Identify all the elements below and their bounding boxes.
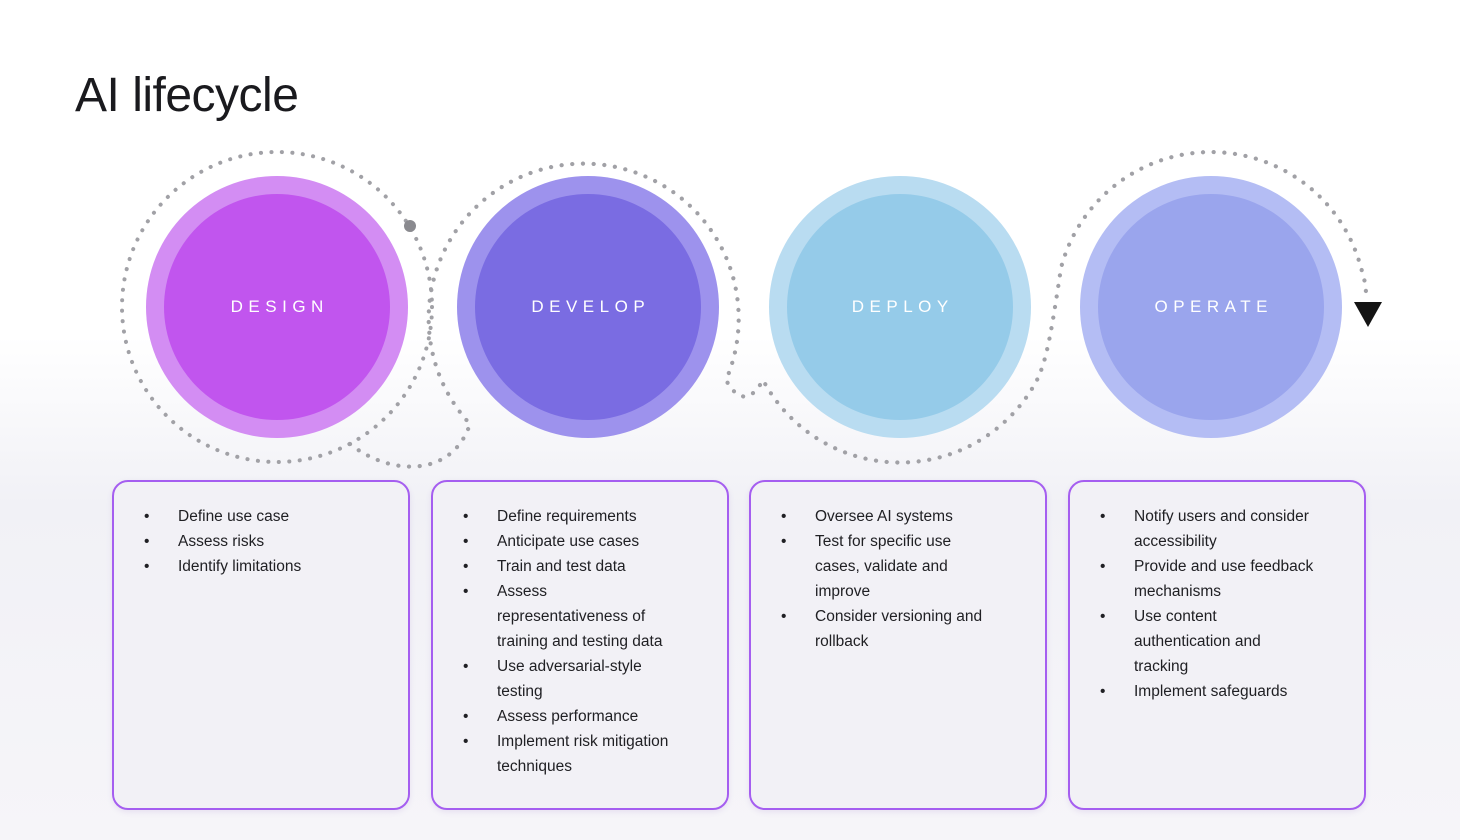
stage-label-develop: DEVELOP <box>531 297 651 316</box>
list-item: Notify users and consider accessibility <box>1070 504 1314 554</box>
stage-circle-operate: OPERATE <box>1080 176 1342 438</box>
list-item: Use adversarial-style testing <box>433 654 677 704</box>
serpentine-dotted-path <box>347 149 1369 469</box>
stage-circle-develop: DEVELOP <box>457 176 719 438</box>
list-item: Implement risk mitigation techniques <box>433 729 677 779</box>
stage-circle-operate-fill <box>1098 194 1324 420</box>
stage-card-deploy: Oversee AI systems Test for specific use… <box>749 480 1047 810</box>
list-item: Consider versioning and rollback <box>751 604 995 654</box>
stage-label-deploy: DEPLOY <box>851 297 954 316</box>
stage-card-develop: Define requirements Anticipate use cases… <box>431 480 729 810</box>
stage-card-operate: Notify users and consider accessibility … <box>1068 480 1366 810</box>
list-item: Assess risks <box>114 529 358 554</box>
list-item: Use content authentication and tracking <box>1070 604 1314 679</box>
stage-circle-design: DESIGN <box>146 176 408 438</box>
list-item: Anticipate use cases <box>433 529 677 554</box>
list-item: Provide and use feedback mechanisms <box>1070 554 1314 604</box>
design-dotted-ring <box>120 150 434 464</box>
list-item: Assess representativeness of training an… <box>433 579 677 654</box>
design-task-list: Define use case Assess risks Identify li… <box>114 504 408 579</box>
list-item: Test for specific use cases, validate an… <box>751 529 995 604</box>
list-item: Define use case <box>114 504 358 529</box>
stage-circle-deploy-fill <box>787 194 1013 420</box>
stage-label-operate: OPERATE <box>1154 297 1273 316</box>
stage-card-design: Define use case Assess risks Identify li… <box>112 480 410 810</box>
flow-end-arrow-icon <box>1354 302 1382 327</box>
stage-circle-deploy: DEPLOY <box>769 176 1031 438</box>
deploy-task-list: Oversee AI systems Test for specific use… <box>751 504 1045 654</box>
operate-task-list: Notify users and consider accessibility … <box>1070 504 1364 704</box>
list-item: Assess performance <box>433 704 677 729</box>
stage-label-design: DESIGN <box>230 297 329 316</box>
flow-start-dot <box>404 220 416 232</box>
list-item: Oversee AI systems <box>751 504 995 529</box>
stage-circle-develop-fill <box>475 194 701 420</box>
page-title: AI lifecycle <box>75 69 299 123</box>
list-item: Train and test data <box>433 554 677 579</box>
list-item: Identify limitations <box>114 554 358 579</box>
list-item: Implement safeguards <box>1070 679 1314 704</box>
list-item: Define requirements <box>433 504 677 529</box>
stage-circle-design-fill <box>164 194 390 420</box>
develop-task-list: Define requirements Anticipate use cases… <box>433 504 727 779</box>
